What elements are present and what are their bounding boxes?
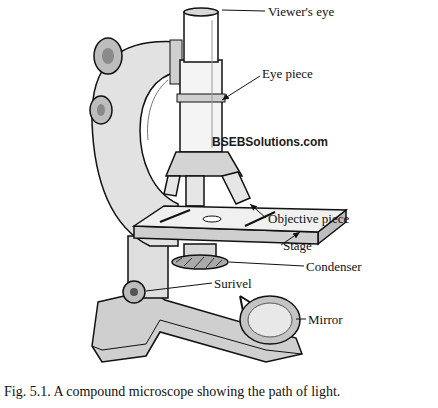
condenser-ring (172, 255, 228, 269)
swivel-joint (123, 281, 145, 303)
eyepiece-lens (184, 8, 218, 16)
part-label: Stage (283, 238, 312, 253)
leader-line (146, 283, 212, 291)
stage-hole (203, 216, 221, 222)
part-label: Objective piece (268, 211, 349, 226)
nosepiece (166, 152, 242, 176)
coarse-knob (94, 38, 122, 74)
mirror-glass (248, 303, 292, 337)
leader-line (229, 262, 304, 266)
tube-collar (177, 94, 225, 102)
fine-knob (90, 96, 112, 124)
watermark: BSEBSolutions.com (212, 135, 328, 150)
fine-knob-center (97, 104, 105, 116)
part-label: Mirror (308, 312, 343, 327)
part-label: Viewer's eye (268, 4, 334, 19)
objective-lens (186, 176, 204, 206)
leader-line (296, 319, 306, 320)
coarse-knob-center (102, 48, 114, 64)
leader-line (250, 204, 266, 218)
stage-clip (160, 210, 190, 222)
eyepiece (184, 12, 218, 62)
objective-lens (222, 172, 250, 204)
figure-caption: Fig. 5.1. A compound microscope showing … (4, 384, 340, 400)
part-label: Eye piece (262, 66, 313, 81)
swivel-pin (130, 288, 138, 296)
part-label: Surivel (214, 276, 252, 291)
arm-shade (148, 80, 168, 140)
objective-lens (164, 176, 180, 196)
leader-line (222, 76, 260, 100)
condenser-hatch (176, 257, 222, 268)
tube-highlight (212, 20, 213, 148)
part-label: Condenser (306, 259, 362, 274)
mirror (240, 296, 300, 344)
leader-line (222, 10, 265, 11)
base (92, 290, 302, 362)
